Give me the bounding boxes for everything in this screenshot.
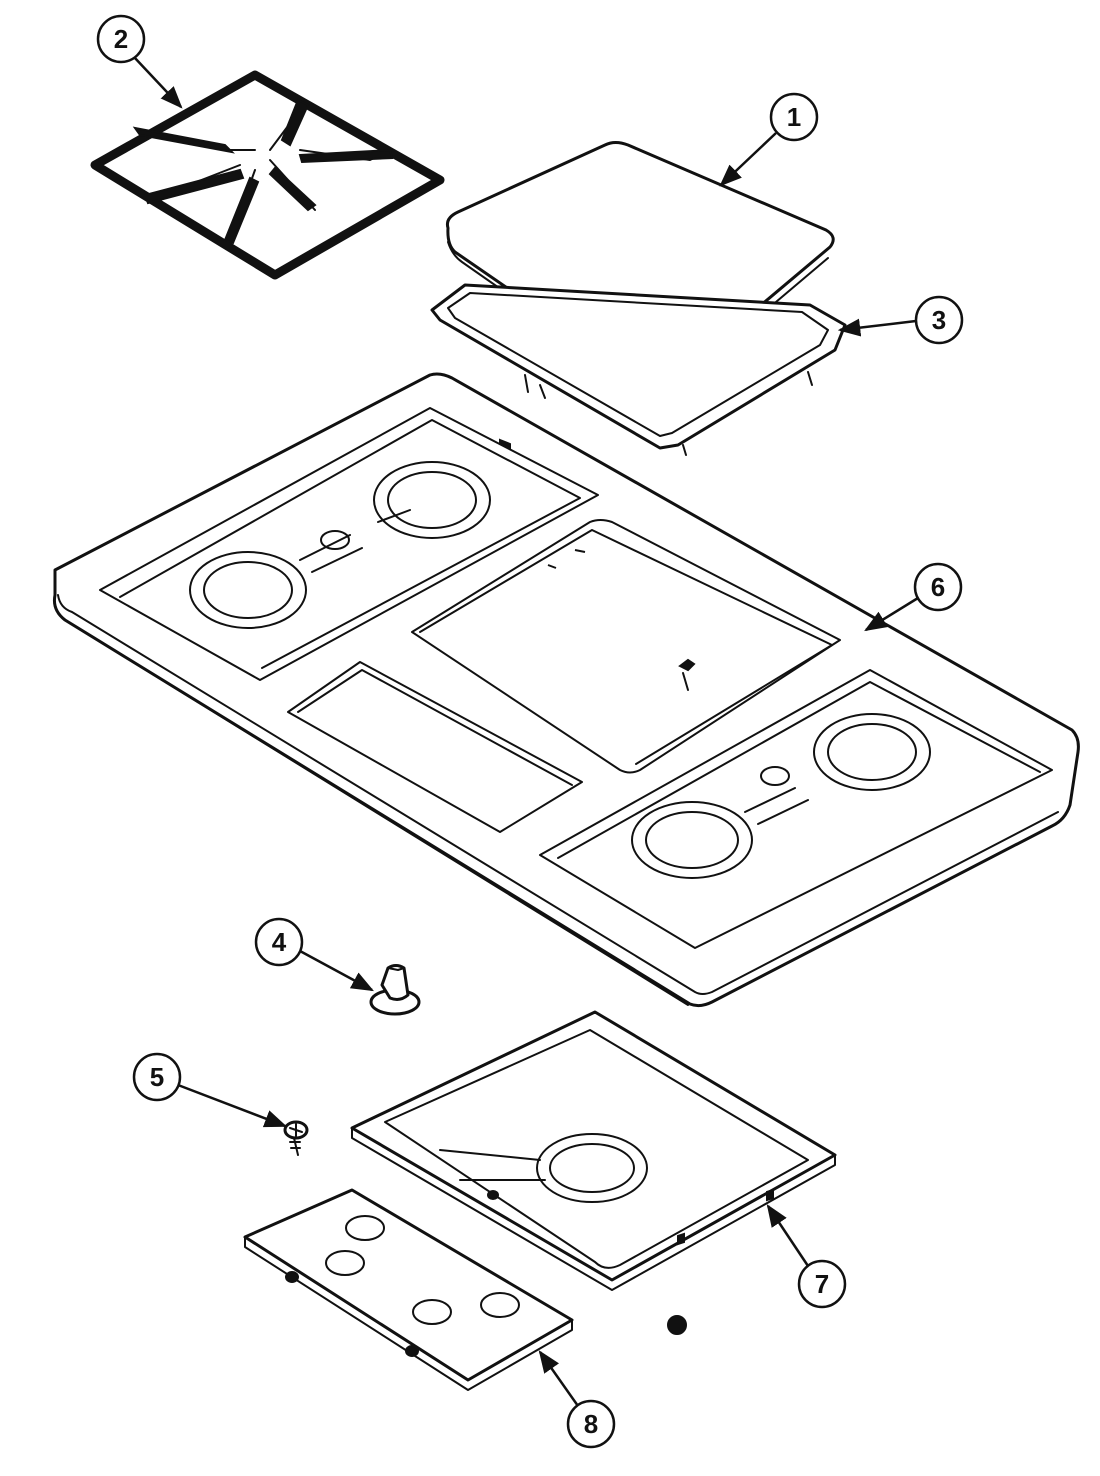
cooktop-main-surface — [53, 372, 1080, 1008]
callout-2-label: 2 — [114, 24, 128, 54]
callout-8: 8 — [538, 1350, 616, 1449]
heat-shield-plate — [243, 1188, 574, 1391]
callout-6-label: 6 — [931, 572, 945, 602]
callout-1: 1 — [719, 92, 819, 187]
callout-4-label: 4 — [272, 927, 287, 957]
callout-2: 2 — [96, 14, 183, 109]
callout-3-label: 3 — [932, 305, 946, 335]
callout-3: 3 — [837, 295, 964, 345]
callout-8-label: 8 — [584, 1409, 598, 1439]
callout-5-label: 5 — [150, 1062, 164, 1092]
loose-fastener — [667, 1315, 687, 1335]
burner-base-pan — [350, 1010, 837, 1291]
burner-grate — [90, 70, 445, 280]
control-knob — [369, 964, 421, 1016]
callout-6: 6 — [864, 562, 963, 632]
callout-5: 5 — [132, 1052, 288, 1128]
callout-4: 4 — [254, 917, 374, 992]
griddle-frame — [430, 283, 847, 456]
callout-1-label: 1 — [787, 102, 801, 132]
callout-7: 7 — [766, 1204, 847, 1309]
callout-7-label: 7 — [815, 1269, 829, 1299]
screw — [283, 1120, 309, 1156]
